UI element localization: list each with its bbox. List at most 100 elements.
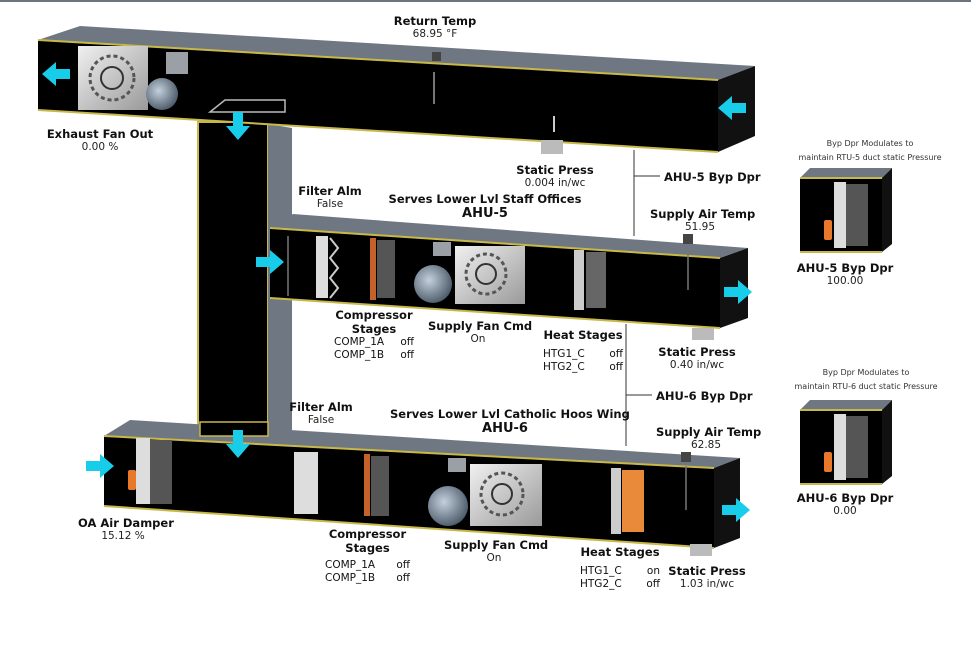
ahu5-supply-air-temp-value: 51.95	[684, 221, 716, 233]
ahu5-filter-alm-point[interactable]: Filter Alm False	[295, 184, 365, 211]
ahu5-static-press-value: 0.40 in/wc	[669, 359, 725, 371]
stage-state: off	[609, 361, 623, 373]
return-static-press-sensor-icon	[541, 140, 563, 154]
byp-note-line2: maintain RTU-5 duct static Pressure	[798, 153, 942, 162]
stage-state: off	[400, 349, 414, 361]
ahu6-comp-stage-row: COMP_1A off	[325, 559, 410, 572]
ahu6-byp-dpr-leader	[625, 324, 652, 446]
exhaust-fan-icon	[78, 46, 188, 110]
ahu6-supply-air-temp-value: 62.85	[690, 439, 722, 451]
ahu6-supply-temp-sensor-icon	[681, 452, 691, 462]
byp-note-line1: Byp Dpr Modulates to	[826, 139, 914, 148]
ahu6-static-press-point[interactable]: Static Press 1.03 in/wc	[662, 564, 752, 591]
ahu6-oa-damper-label: OA Air Damper	[78, 516, 174, 530]
return-static-press-point[interactable]: Static Press 0.004 in/wc	[500, 163, 610, 190]
ahu5-filter-icon	[316, 236, 340, 299]
ahu6-byp-dpr-leader-label: AHU-6 Byp Dpr	[656, 389, 753, 403]
ahu6-byp-dpr-icon[interactable]	[800, 400, 892, 485]
ahu6-filter-icon	[294, 452, 318, 514]
ahu6-heat-stage-row: HTG1_C on	[580, 565, 660, 578]
window-top-border	[0, 0, 971, 2]
stage-state: off	[646, 578, 660, 590]
byp-note-line1: Byp Dpr Modulates to	[822, 368, 910, 377]
ahu6-heat-stage-row: HTG2_C off	[580, 578, 660, 591]
ahu5-supply-air-temp-label: Supply Air Temp	[650, 207, 756, 221]
ahu5-supply-fan-label: Supply Fan Cmd	[428, 319, 533, 333]
return-temp-sensor-icon	[432, 52, 441, 61]
ahu5-compressor-label-2: Stages	[351, 322, 397, 336]
ahu5-heat-stage-row: HTG1_C off	[543, 348, 623, 361]
ahu5-supply-fan-point[interactable]: Supply Fan Cmd On	[428, 319, 533, 346]
stage-state: off	[609, 348, 623, 360]
stage-name: HTG2_C	[543, 361, 585, 373]
exhaust-fan-value: 0.00 %	[81, 141, 119, 153]
ahu5-byp-dpr-label: AHU-5 Byp Dpr	[796, 261, 894, 275]
ahu5-byp-note: Byp Dpr Modulates to maintain RTU-5 duct…	[780, 137, 960, 165]
ahu5-heat-stage-row: HTG2_C off	[543, 361, 623, 374]
ahu6-name: AHU-6	[482, 421, 528, 436]
ahu5-byp-dpr-leader-label: AHU-5 Byp Dpr	[664, 170, 761, 184]
ahu6-inlet-arrow-icon	[86, 454, 114, 478]
ahu5-filter-alm-label: Filter Alm	[298, 184, 362, 198]
ahu6-supply-fan-icon	[428, 458, 542, 526]
ahu5-supply-fan-icon	[414, 242, 525, 304]
ahu5-heat-coil-icon	[574, 250, 606, 310]
ahu6-compressor-label: Compressor	[328, 527, 407, 541]
ahu6-filter-alm-point[interactable]: Filter Alm False	[286, 400, 356, 427]
ahu5-supply-fan-value: On	[470, 333, 486, 345]
stage-name: COMP_1B	[325, 572, 376, 584]
ahu6-byp-dpr-label: AHU-6 Byp Dpr	[796, 491, 894, 505]
ahu6-oa-damper-icon	[128, 438, 172, 504]
ahu6-heat-stages-point[interactable]: Heat Stages HTG1_C on HTG2_C off	[580, 545, 660, 591]
ahu5-static-press-point[interactable]: Static Press 0.40 in/wc	[652, 345, 742, 372]
shaft-down-arrow-top-icon	[226, 112, 250, 140]
ahu6-supply-air-temp-point[interactable]: Supply Air Temp 62.85	[656, 425, 762, 452]
ahu6-cooling-coil-icon	[364, 454, 389, 516]
ahu5-name: AHU-5	[462, 206, 508, 221]
stage-state: off	[400, 336, 414, 348]
exhaust-fan-point[interactable]: Exhaust Fan Out 0.00 %	[40, 127, 160, 154]
stage-name: HTG1_C	[580, 565, 622, 577]
stage-state: on	[646, 565, 660, 577]
stage-name: COMP_1B	[334, 349, 385, 361]
ahu5-title: Serves Lower Lvl Staff Offices AHU-5	[380, 192, 590, 222]
ahu5-supply-air-temp-point[interactable]: Supply Air Temp 51.95	[650, 207, 756, 234]
ahu5-comp-stage-row: COMP_1B off	[334, 349, 414, 362]
return-temp-point[interactable]: Return Temp 68.95 °F	[385, 14, 485, 41]
ahu5-compressor-label: Compressor	[335, 308, 413, 322]
ahu6-static-press-sensor-icon	[690, 544, 712, 556]
ahu5-heat-label: Heat Stages	[543, 328, 623, 342]
ahu5-filter-alm-value: False	[316, 198, 344, 210]
ahu6-byp-dpr-point[interactable]: AHU-6 Byp Dpr 0.00	[785, 491, 905, 518]
stage-name: HTG2_C	[580, 578, 622, 590]
ahu6-supply-air-temp-label: Supply Air Temp	[656, 425, 762, 439]
ahu5-byp-dpr-icon[interactable]	[800, 168, 892, 253]
ahu6-heat-coil-icon	[611, 468, 644, 534]
ahu5-byp-dpr-leader	[633, 150, 660, 236]
exhaust-airflow-arrow-icon	[42, 62, 70, 86]
return-duct	[37, 26, 755, 153]
ahu6-supply-arrow-icon	[722, 498, 750, 522]
ahu6-filter-alm-value: False	[307, 414, 335, 426]
ahu6-heat-label: Heat Stages	[580, 545, 660, 559]
return-airflow-arrow-icon	[718, 96, 746, 120]
stage-state: off	[396, 559, 410, 571]
ahu6-byp-dpr-value: 0.00	[833, 505, 857, 517]
stage-name: COMP_1A	[325, 559, 376, 571]
ahu5-byp-dpr-value: 100.00	[826, 275, 864, 287]
ahu6-oa-damper-point[interactable]: OA Air Damper 15.12 %	[78, 516, 174, 543]
byp-note-line2: maintain RTU-6 duct static Pressure	[794, 382, 938, 391]
ahu6-supply-fan-point[interactable]: Supply Fan Cmd On	[444, 538, 548, 565]
ahu6-supply-fan-value: On	[486, 552, 502, 564]
return-temp-label: Return Temp	[393, 14, 477, 28]
ahu5-byp-dpr-point[interactable]: AHU-5 Byp Dpr 100.00	[785, 261, 905, 288]
return-temp-value: 68.95 °F	[412, 28, 458, 40]
ahu6-filter-alm-label: Filter Alm	[289, 400, 353, 414]
ahu5-supply-temp-sensor-icon	[683, 234, 693, 244]
stage-name: HTG1_C	[543, 348, 585, 360]
ahu6-duct	[103, 420, 740, 549]
ahu6-oa-damper-value: 15.12 %	[101, 530, 145, 542]
